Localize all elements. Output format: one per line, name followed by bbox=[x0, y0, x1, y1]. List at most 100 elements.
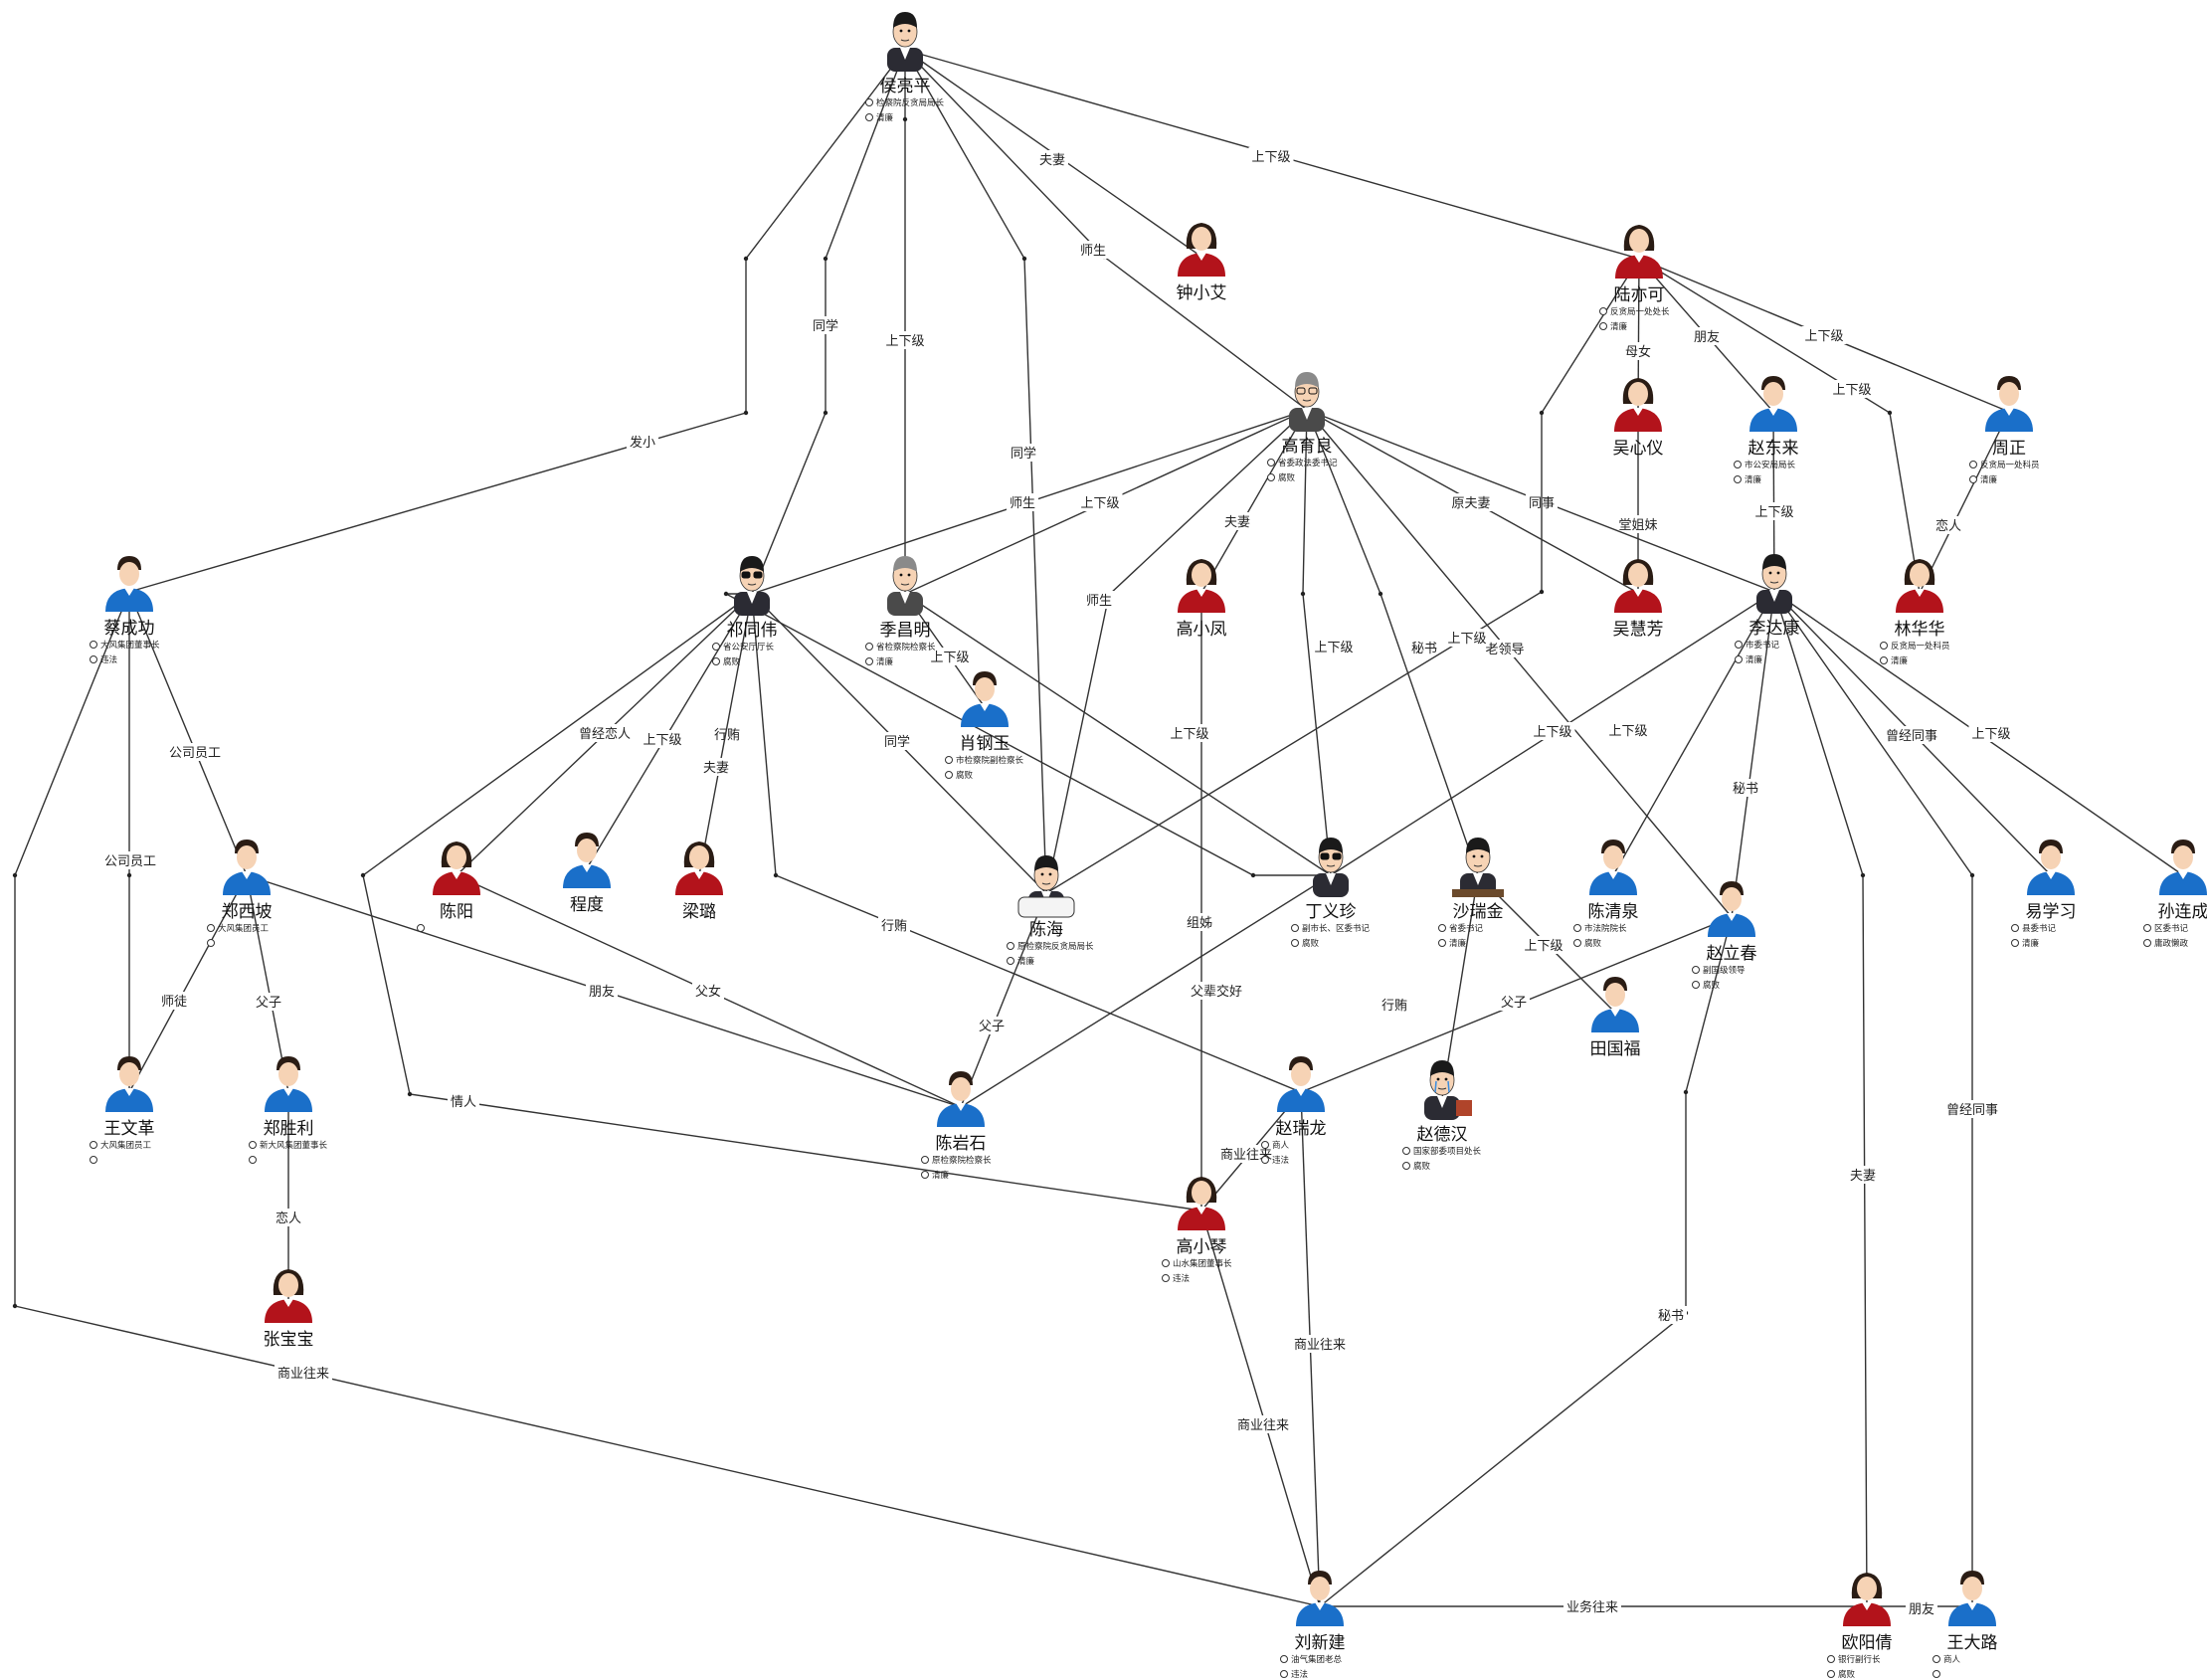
edge-label[interactable]: 商业往来 bbox=[1220, 1148, 1272, 1163]
edge-label[interactable]: 上下级 bbox=[1314, 641, 1353, 655]
edge-label[interactable]: 朋友 bbox=[1909, 1601, 1934, 1617]
edge-label[interactable]: 上下级 bbox=[1447, 632, 1486, 647]
node-gxf[interactable]: 高小凤 bbox=[1177, 559, 1227, 640]
edge-label[interactable]: 情人 bbox=[451, 1095, 476, 1110]
edge-label[interactable]: 上下级 bbox=[1533, 725, 1571, 740]
node-wxy[interactable]: 吴心仪 bbox=[1613, 378, 1664, 459]
edge-label[interactable]: 原夫妻 bbox=[1451, 496, 1490, 511]
edge-label[interactable]: 商业往来 bbox=[1237, 1418, 1289, 1433]
edge-label[interactable]: 恋人 bbox=[1935, 518, 1961, 534]
edge-label[interactable]: 父辈交好 bbox=[1191, 984, 1242, 1000]
edge-label[interactable]: 发小 bbox=[630, 435, 655, 451]
edge-label[interactable]: 夫妻 bbox=[703, 761, 729, 776]
edge-label[interactable]: 上下级 bbox=[643, 733, 681, 748]
edge-label[interactable]: 父女 bbox=[695, 984, 721, 1000]
node-whf[interactable]: 吴慧芳 bbox=[1613, 559, 1664, 640]
edge-label[interactable]: 父子 bbox=[979, 1020, 1005, 1034]
node-tgf[interactable]: 田国福 bbox=[1590, 977, 1641, 1059]
edge-label[interactable]: 夫妻 bbox=[1224, 515, 1250, 530]
edge-label[interactable]: 曾经同事 bbox=[1946, 1103, 1998, 1118]
edge-label[interactable]: 上下级 bbox=[930, 651, 969, 665]
node-cy[interactable]: 陈阳 bbox=[417, 841, 481, 932]
edge-ch-cys: 父子 bbox=[960, 892, 1047, 1108]
edge-label[interactable]: 老领导 bbox=[1485, 643, 1524, 657]
edge-label[interactable]: 上下级 bbox=[1608, 724, 1647, 739]
edge-label[interactable]: 行贿 bbox=[714, 728, 740, 743]
edge-label[interactable]: 秘书 bbox=[1733, 782, 1758, 797]
edge-label[interactable]: 曾经恋人 bbox=[579, 726, 631, 742]
edge-label[interactable]: 同学 bbox=[884, 734, 910, 750]
edge-label[interactable]: 师徒 bbox=[161, 995, 187, 1010]
edge-label[interactable]: 堂姐妹 bbox=[1618, 518, 1657, 533]
edge-label[interactable]: 朋友 bbox=[1694, 329, 1720, 345]
edge-label[interactable]: 恋人 bbox=[276, 1211, 301, 1226]
edge-label[interactable]: 师生 bbox=[1010, 496, 1035, 511]
edge-label[interactable]: 秘书 bbox=[1411, 642, 1437, 656]
edge-label[interactable]: 父子 bbox=[1501, 996, 1527, 1011]
edge-label[interactable]: 夫妻 bbox=[1039, 153, 1065, 168]
edge-label[interactable]: 上下级 bbox=[885, 334, 924, 349]
edge-label[interactable]: 朋友 bbox=[589, 984, 615, 1000]
edge-label[interactable]: 行贿 bbox=[1381, 999, 1407, 1014]
edge-label[interactable]: 师生 bbox=[1080, 244, 1106, 259]
edge-label[interactable]: 商业往来 bbox=[1294, 1338, 1346, 1353]
node-zbb[interactable]: 张宝宝 bbox=[264, 1269, 314, 1350]
edge-label[interactable]: 组姊 bbox=[1187, 916, 1212, 931]
edge-label[interactable]: 上下级 bbox=[1170, 727, 1208, 742]
edge-label[interactable]: 公司员工 bbox=[169, 746, 221, 761]
edge-label[interactable]: 公司员工 bbox=[104, 854, 156, 869]
node-cd[interactable]: 程度 bbox=[563, 833, 611, 915]
edge-label[interactable]: 商业往来 bbox=[277, 1367, 329, 1382]
edge-label[interactable]: 同学 bbox=[1011, 446, 1036, 462]
node-attr: 市委书记 bbox=[1746, 640, 1780, 651]
edge-label[interactable]: 上下级 bbox=[1754, 505, 1793, 520]
edge-label[interactable]: 上下级 bbox=[1971, 727, 2010, 742]
edge-label[interactable]: 曾经同事 bbox=[1886, 729, 1937, 744]
edge-label[interactable]: 上下级 bbox=[1524, 939, 1563, 954]
edge-label[interactable]: 师生 bbox=[1086, 594, 1112, 609]
edge-label[interactable]: 同学 bbox=[813, 318, 838, 334]
edge-label[interactable]: 父子 bbox=[256, 996, 281, 1011]
attr-bullet-icon bbox=[1932, 1670, 1940, 1678]
edge-label[interactable]: 业务往来 bbox=[1566, 1599, 1618, 1615]
node-zxw[interactable]: 钟小艾 bbox=[1177, 223, 1227, 303]
edge-label[interactable]: 上下级 bbox=[1832, 383, 1871, 398]
edge-label[interactable]: 上下级 bbox=[1804, 329, 1843, 344]
edge-label[interactable]: 上下级 bbox=[1251, 150, 1290, 165]
edge-label[interactable]: 行贿 bbox=[881, 919, 907, 934]
edge-label[interactable]: 上下级 bbox=[1080, 496, 1119, 511]
edge-label[interactable]: 秘书 bbox=[1658, 1309, 1684, 1324]
node-ll[interactable]: 梁璐 bbox=[675, 841, 723, 922]
edge-label[interactable]: 母女 bbox=[1625, 344, 1651, 360]
edge-label[interactable]: 夫妻 bbox=[1850, 1169, 1876, 1184]
edge-qtw-cy: 曾经恋人 bbox=[456, 593, 753, 876]
